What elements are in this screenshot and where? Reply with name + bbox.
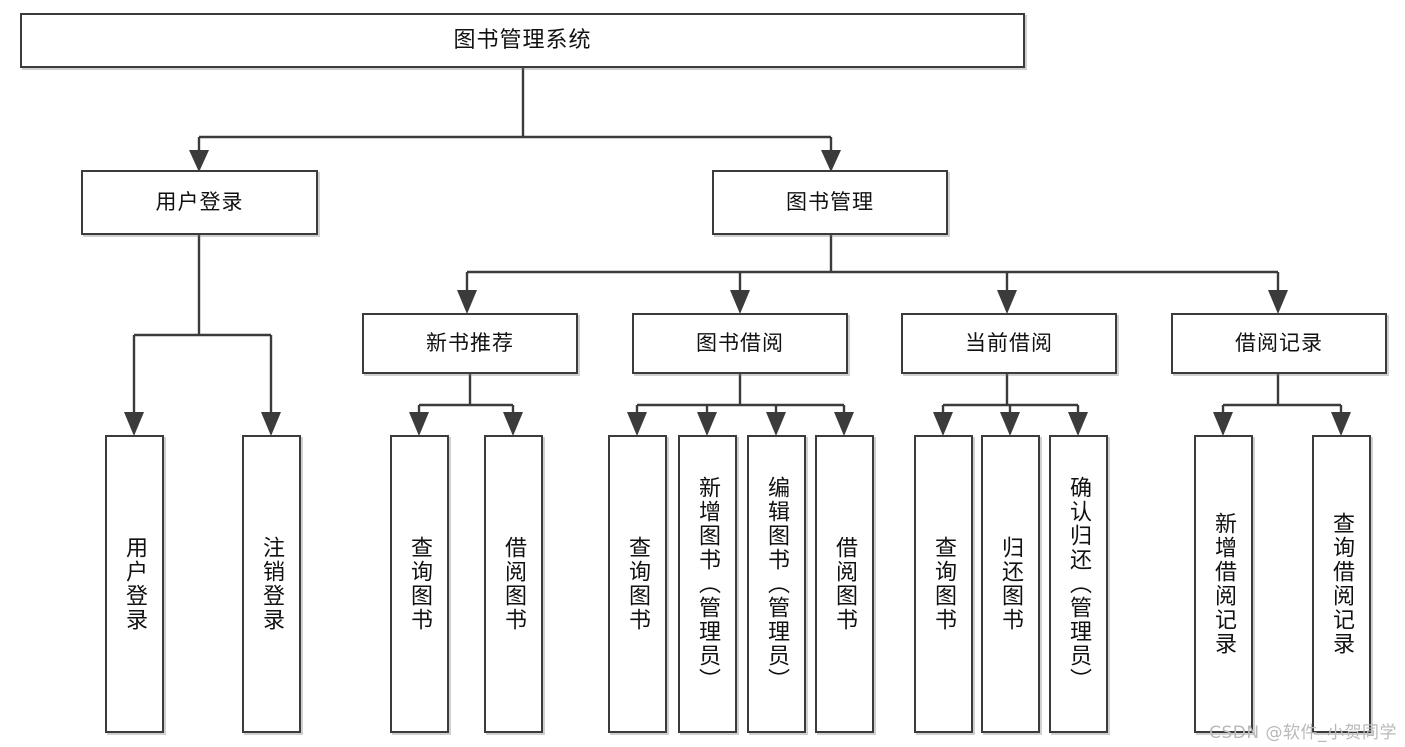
node-new-book-recommend-label: 新书推荐	[426, 331, 514, 356]
leaf-borrow-book[interactable]: 借阅图书	[815, 435, 874, 733]
leaf-recommend-query-book-label: 查询图书	[407, 536, 433, 632]
node-book-management-label: 图书管理	[786, 190, 874, 215]
arrow-current-c3	[1068, 412, 1088, 436]
leaf-confirm-return-admin-label: 确认归还（管理员）	[1066, 476, 1092, 692]
leaf-current-query-book-label: 查询图书	[931, 536, 957, 632]
arrow-record	[1268, 290, 1288, 314]
node-book-borrow[interactable]: 图书借阅	[632, 313, 848, 374]
arrow-bookmgmt	[821, 150, 841, 172]
arrow-borrow-c4	[834, 412, 854, 436]
arrow-current	[997, 290, 1017, 314]
node-current-borrow[interactable]: 当前借阅	[901, 313, 1117, 374]
leaf-edit-book-admin-label: 编辑图书（管理员）	[764, 476, 790, 692]
leaf-return-book-label: 归还图书	[998, 536, 1024, 632]
leaf-recommend-borrow-book[interactable]: 借阅图书	[484, 435, 543, 733]
leaf-edit-book-admin[interactable]: 编辑图书（管理员）	[747, 435, 806, 733]
node-borrow-record-label: 借阅记录	[1235, 331, 1323, 356]
node-book-borrow-label: 图书借阅	[696, 331, 784, 356]
leaf-logout-label: 注销登录	[259, 536, 285, 632]
node-user-login[interactable]: 用户登录	[81, 170, 318, 235]
arrow-recommend	[457, 290, 477, 314]
node-root[interactable]: 图书管理系统	[20, 13, 1025, 68]
leaf-add-borrow-record-label: 新增借阅记录	[1211, 512, 1237, 656]
arrow-current-c2	[1000, 412, 1020, 436]
node-root-label: 图书管理系统	[453, 27, 592, 53]
arrow-login-c2	[261, 412, 281, 436]
arrow-login-c1	[124, 412, 144, 436]
node-user-login-label: 用户登录	[155, 190, 244, 215]
leaf-user-login[interactable]: 用户登录	[105, 435, 164, 733]
leaf-recommend-borrow-book-label: 借阅图书	[501, 536, 527, 632]
arrow-borrow	[730, 290, 750, 314]
node-book-management[interactable]: 图书管理	[712, 170, 948, 235]
leaf-add-book-admin[interactable]: 新增图书（管理员）	[678, 435, 737, 733]
arrow-login	[189, 150, 209, 172]
arrow-borrow-c3	[766, 412, 786, 436]
watermark: CSDN @软件_小贺同学	[1209, 723, 1397, 743]
arrow-recommend-c2	[503, 412, 523, 436]
arrow-current-c1	[933, 412, 953, 436]
arrow-record-c1	[1213, 412, 1233, 436]
arrow-borrow-c1	[627, 412, 647, 436]
node-current-borrow-label: 当前借阅	[965, 331, 1053, 356]
node-new-book-recommend[interactable]: 新书推荐	[362, 313, 578, 374]
arrow-borrow-c2	[697, 412, 717, 436]
leaf-query-borrow-record-label: 查询借阅记录	[1329, 512, 1355, 656]
leaf-add-borrow-record[interactable]: 新增借阅记录	[1194, 435, 1253, 733]
leaf-query-borrow-record[interactable]: 查询借阅记录	[1312, 435, 1371, 733]
leaf-logout[interactable]: 注销登录	[242, 435, 301, 733]
arrow-recommend-c1	[409, 412, 429, 436]
leaf-borrow-query-book-label: 查询图书	[625, 536, 651, 632]
leaf-borrow-book-label: 借阅图书	[832, 536, 858, 632]
leaf-recommend-query-book[interactable]: 查询图书	[390, 435, 449, 733]
node-borrow-record[interactable]: 借阅记录	[1171, 313, 1387, 374]
leaf-current-query-book[interactable]: 查询图书	[914, 435, 973, 733]
leaf-user-login-label: 用户登录	[122, 536, 148, 632]
leaf-add-book-admin-label: 新增图书（管理员）	[695, 476, 721, 692]
leaf-return-book[interactable]: 归还图书	[981, 435, 1040, 733]
leaf-borrow-query-book[interactable]: 查询图书	[608, 435, 667, 733]
leaf-confirm-return-admin[interactable]: 确认归还（管理员）	[1049, 435, 1108, 733]
arrow-record-c2	[1331, 412, 1351, 436]
